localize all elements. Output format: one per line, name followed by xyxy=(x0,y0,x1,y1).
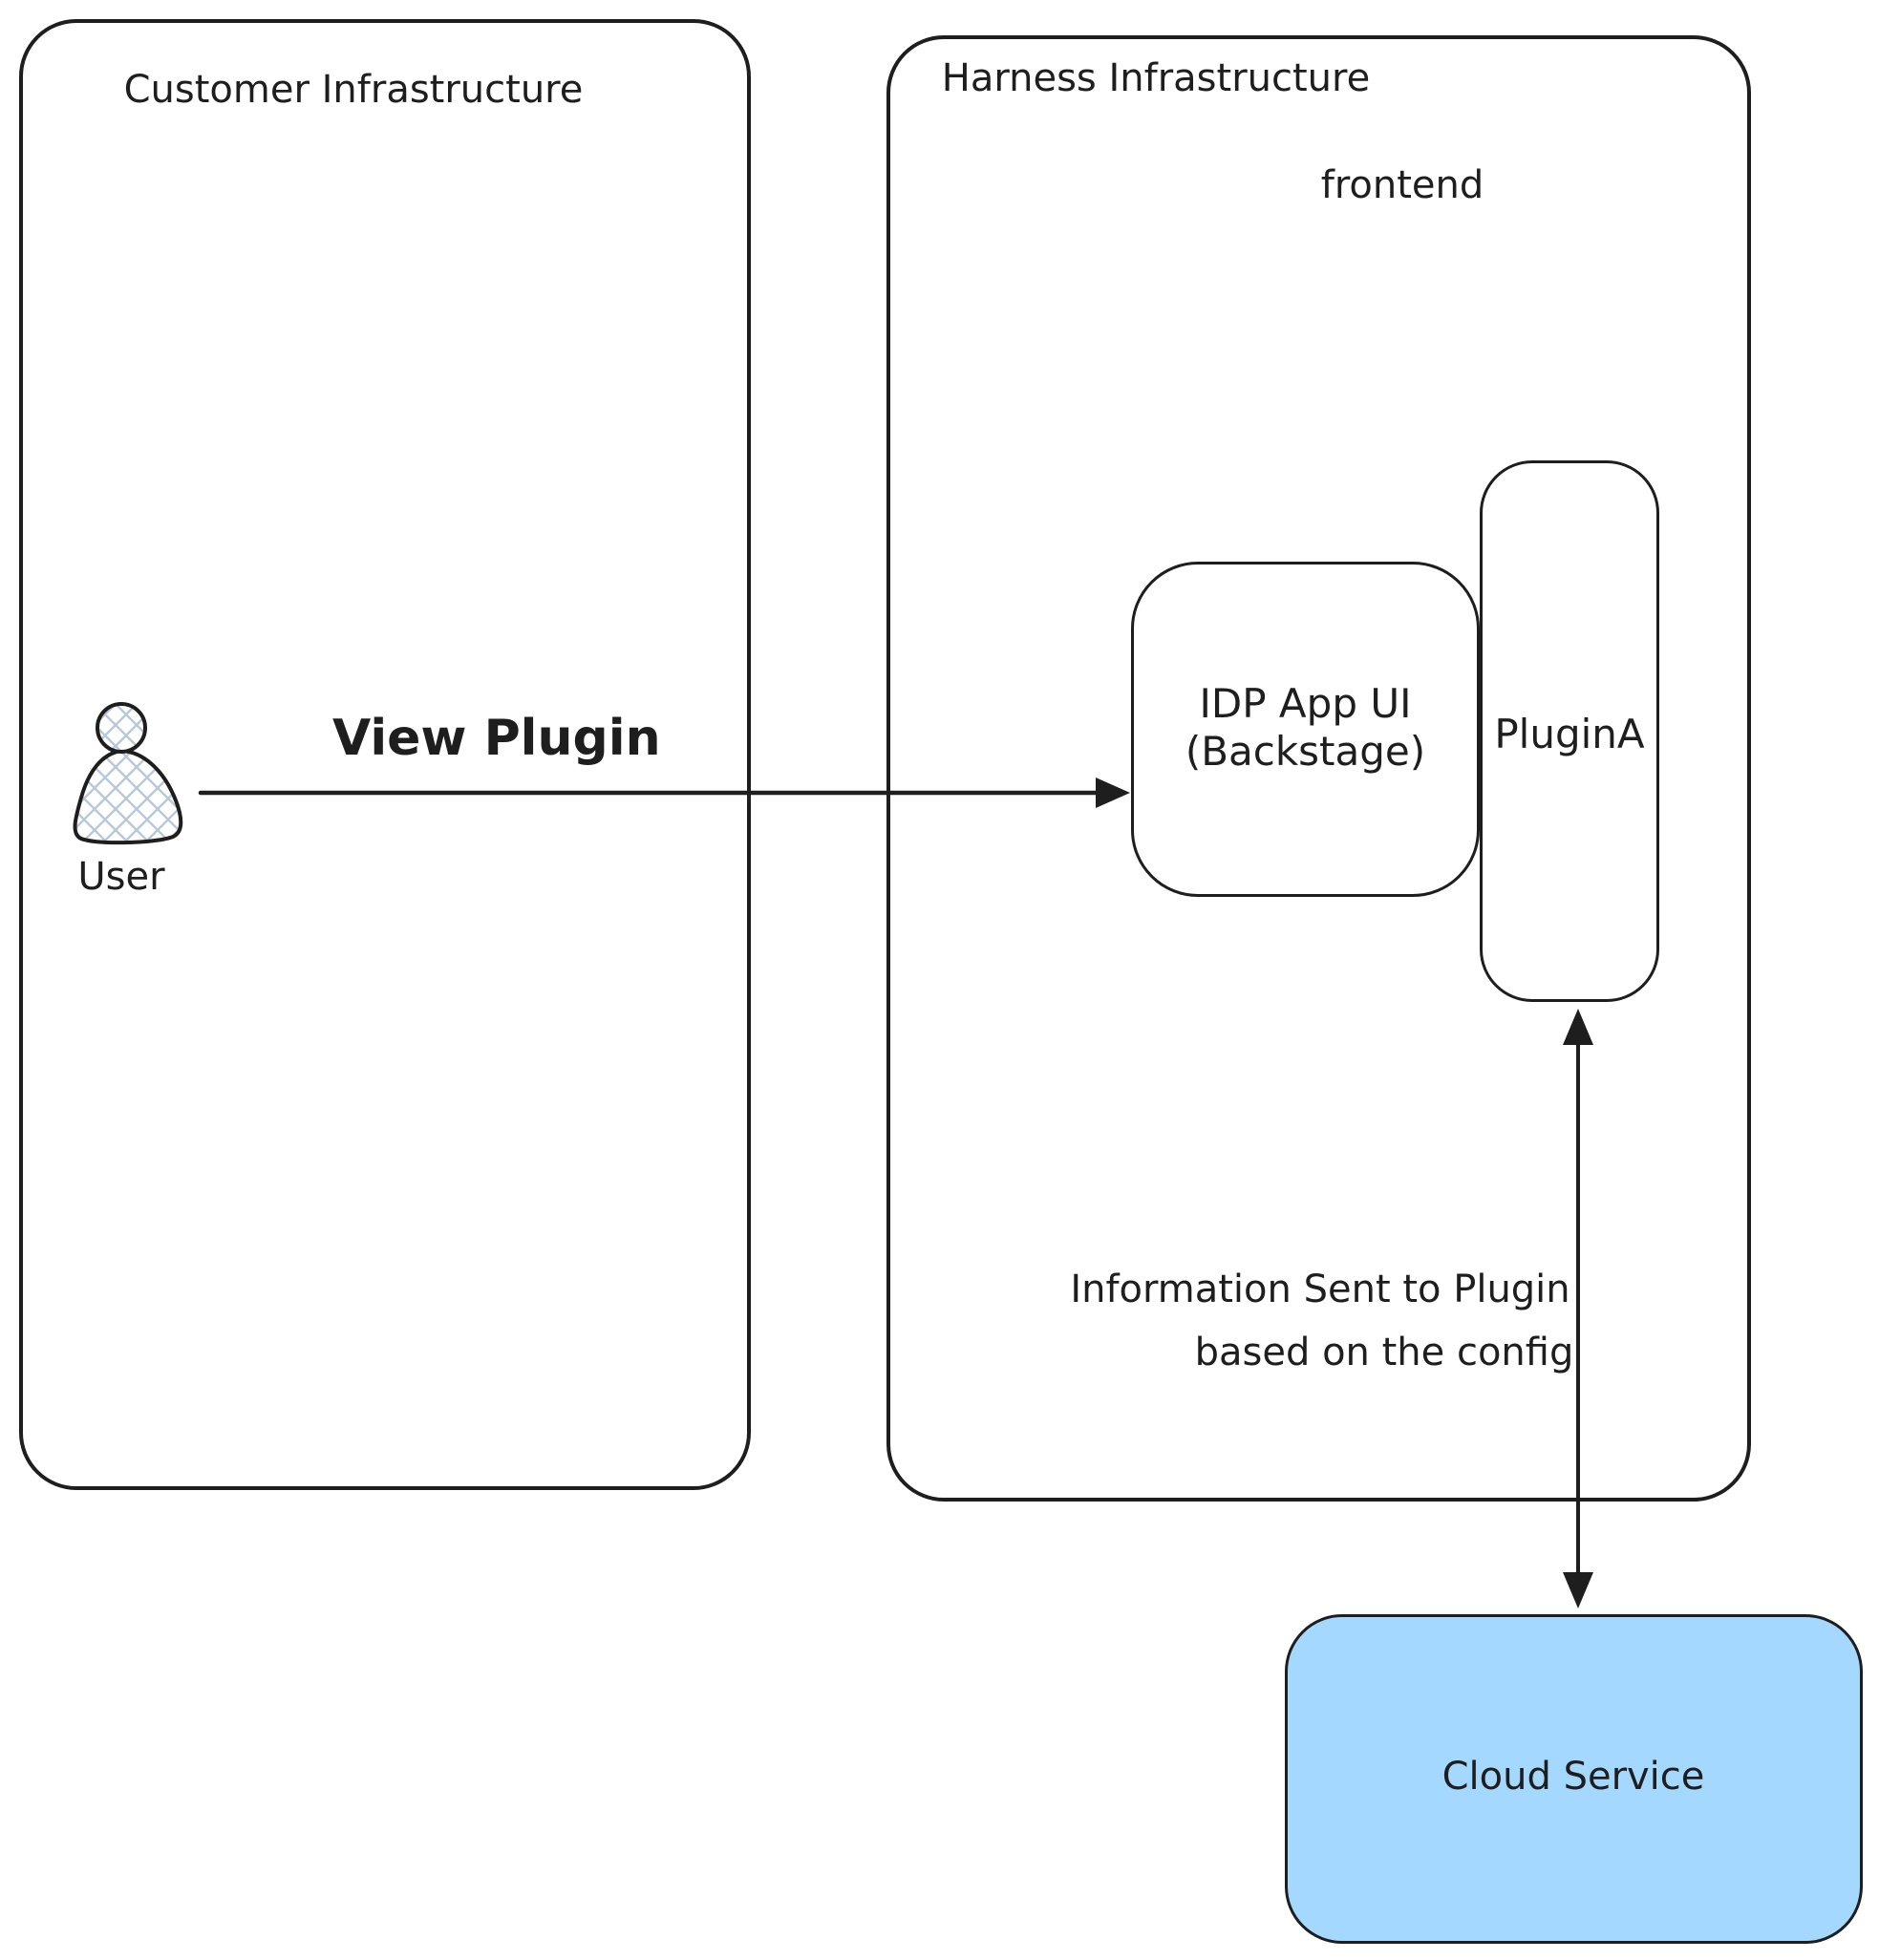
customer-infrastructure-title: Customer Infrastructure xyxy=(123,68,584,112)
idp-app-ui-label-line2: (Backstage) xyxy=(1185,728,1426,775)
cloud-service-box xyxy=(1285,1614,1863,1944)
frontend-label: frontend xyxy=(1320,163,1484,207)
idp-app-ui-label-line1: IDP App UI xyxy=(1199,680,1412,727)
cloud-service-label: Cloud Service xyxy=(1441,1755,1705,1799)
plugin-a-box xyxy=(1480,460,1659,1002)
info-sent-label-line2: based on the config xyxy=(1194,1331,1574,1374)
info-sent-label-line1: Information Sent to Plugin xyxy=(1070,1268,1570,1311)
idp-app-ui-box xyxy=(1131,562,1480,897)
plugin-a-label: PluginA xyxy=(1494,711,1645,757)
harness-infrastructure-title: Harness Infrastructure xyxy=(941,56,1371,100)
customer-infrastructure-box xyxy=(19,19,751,1490)
view-plugin-arrow-label: View Plugin xyxy=(332,710,661,767)
user-label: User xyxy=(77,855,165,899)
harness-infrastructure-box xyxy=(886,35,1751,1502)
idp-app-ui-label: IDP App UI (Backstage) xyxy=(1141,680,1470,776)
